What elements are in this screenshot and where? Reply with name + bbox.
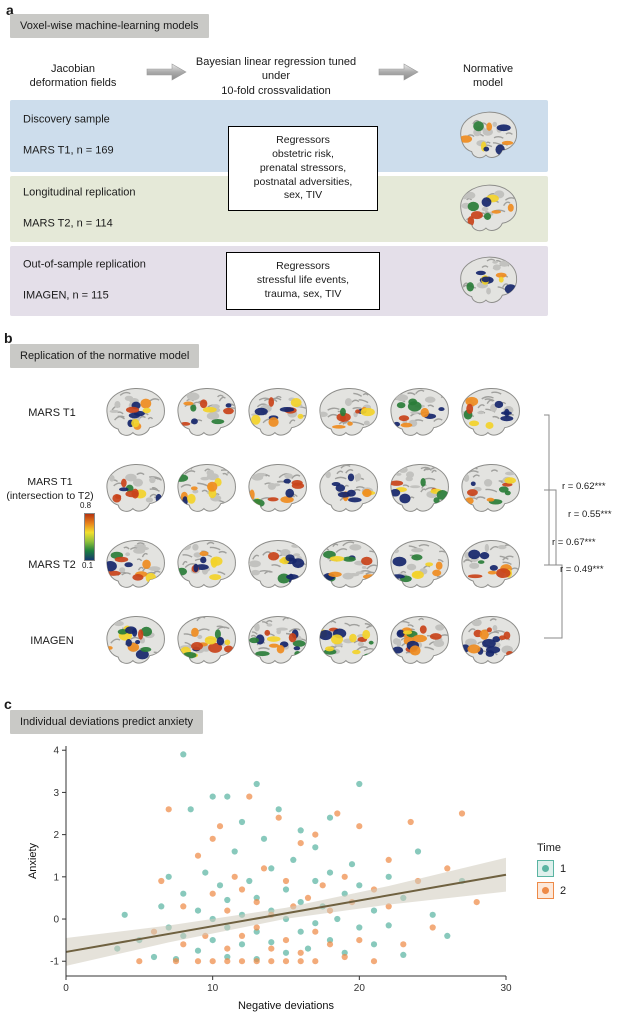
panel-c-title: Individual deviations predict anxiety [10, 710, 204, 734]
colorbar-max-label: 0.8 [80, 501, 92, 510]
panel-c-letter: c [4, 696, 12, 712]
flow-step-normative: Normative model [462, 63, 514, 90]
flow-step-jacobian: Jacobian deformation fields [29, 63, 117, 90]
legend-label-time2: 2 [560, 884, 567, 897]
legend-entry-time1: 1 [537, 860, 566, 877]
sample-row-discovery-label: Discovery sample MARS T1, n = 169 [23, 98, 114, 175]
sample-title: Discovery sample [23, 113, 110, 126]
svg-text:Negative deviations: Negative deviations [238, 1000, 335, 1012]
correlation-brackets [540, 380, 624, 675]
legend-swatch-time2 [537, 882, 554, 899]
correlation-value-2: r = 0.55*** [568, 509, 612, 520]
svg-text:20: 20 [354, 983, 366, 994]
sample-subtitle: MARS T1, n = 169 [23, 144, 114, 157]
brain-row-label-mars-t2: MARS T2 [28, 559, 76, 571]
brain-slice-row-mars-t1 [100, 382, 525, 444]
svg-text:-1: -1 [50, 957, 59, 968]
correlation-value-1: r = 0.62*** [562, 481, 606, 492]
brain-row-label-mars-t1: MARS T1 [28, 407, 76, 419]
flow-arrow-1-icon [146, 62, 188, 87]
panel-b-letter: b [4, 330, 13, 346]
sample-title: Longitudinal replication [23, 186, 136, 199]
svg-text:2: 2 [53, 830, 59, 841]
brain-slice-row-mars-t2 [100, 534, 525, 596]
brain-slice-row-mars-t1-intersection [100, 458, 525, 520]
svg-text:1: 1 [53, 872, 59, 883]
correlation-value-4: r = 0.49*** [560, 564, 604, 575]
scatter-legend: Time 1 2 [537, 842, 566, 904]
brain-image [454, 252, 522, 310]
brain-row-label-imagen: IMAGEN [30, 635, 74, 647]
legend-label-time1: 1 [560, 862, 567, 875]
svg-text:3: 3 [53, 788, 59, 799]
colorbar-min-label: 0.1 [82, 561, 94, 570]
flow-step-regression: Bayesian linear regression tuned under 1… [195, 56, 357, 97]
svg-text:0: 0 [53, 915, 59, 926]
sample-title: Out-of-sample replication [23, 258, 146, 271]
brain-row-label-mars-t1-intersection: MARS T1 (intersection to T2) [6, 476, 94, 502]
svg-text:4: 4 [53, 746, 59, 757]
brain-image [454, 180, 522, 238]
panel-a-title: Voxel-wise machine-learning models [10, 14, 209, 38]
panel-a-letter: a [6, 2, 14, 18]
legend-swatch-time1 [537, 860, 554, 877]
flow-arrow-2-icon [378, 62, 420, 87]
sample-row-longitudinal-label: Longitudinal replication MARS T2, n = 11… [23, 171, 136, 248]
sample-subtitle: IMAGEN, n = 115 [23, 289, 109, 302]
brain-slice-row-imagen [100, 610, 525, 672]
legend-title: Time [537, 842, 562, 854]
panel-b-title: Replication of the normative model [10, 344, 200, 368]
regressor-box-mars: Regressors obstetric risk, prenatal stre… [228, 126, 378, 212]
svg-text:10: 10 [207, 983, 219, 994]
svg-text:Anxiety: Anxiety [27, 842, 39, 879]
sample-subtitle: MARS T2, n = 114 [23, 217, 113, 230]
brain-image [454, 107, 522, 165]
regressor-box-imagen: Regressors stressful life events, trauma… [226, 252, 380, 310]
sample-row-outofsample-label: Out-of-sample replication IMAGEN, n = 11… [23, 243, 146, 320]
correlation-value-3: r = 0.67*** [552, 537, 596, 548]
svg-text:0: 0 [63, 983, 69, 994]
legend-entry-time2: 2 [537, 882, 566, 899]
svg-text:30: 30 [500, 983, 512, 994]
colorbar [84, 513, 95, 561]
